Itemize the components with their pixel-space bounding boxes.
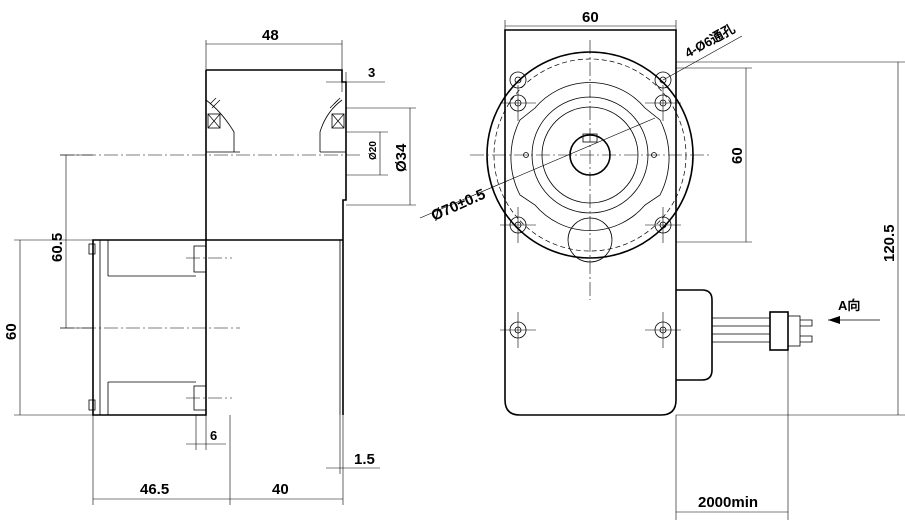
terminal-box bbox=[676, 289, 713, 381]
dim-d34: Ø34 bbox=[346, 107, 416, 206]
dim-cable-text: 2000min bbox=[698, 494, 758, 511]
dim-60-5-text: 60.5 bbox=[49, 233, 66, 262]
hole-centermarks bbox=[500, 85, 681, 348]
dim-60-right-text: 60 bbox=[729, 147, 746, 164]
dim-60-5: 60.5 bbox=[49, 154, 93, 329]
shaft-boss bbox=[205, 99, 346, 153]
dim-cable: 2000min bbox=[675, 350, 789, 520]
cable bbox=[712, 317, 770, 343]
dim-46-5-text: 46.5 bbox=[140, 481, 169, 498]
motor-body bbox=[92, 239, 207, 416]
side-view: 48 3 Ø20 Ø34 60.5 bbox=[3, 27, 416, 505]
dim-48: 48 bbox=[205, 27, 343, 70]
rear-tab-bottom bbox=[88, 399, 96, 411]
connector-head bbox=[787, 315, 801, 347]
dim-d70: Ø70±0.5 bbox=[419, 117, 656, 225]
dim-d34-text: Ø34 bbox=[393, 143, 410, 172]
view-a-label: A向 bbox=[838, 298, 860, 313]
dim-3-text: 3 bbox=[368, 65, 375, 80]
dim-d70-text: Ø70±0.5 bbox=[429, 186, 488, 225]
dim-60-top-text: 60 bbox=[582, 9, 599, 26]
connector bbox=[769, 311, 789, 351]
flange bbox=[510, 82, 670, 231]
bearing-hatch bbox=[207, 97, 345, 129]
mounting-holes bbox=[509, 71, 672, 339]
dim-120-5: 120.5 bbox=[676, 61, 905, 416]
lug-circle bbox=[567, 217, 613, 263]
mounting-plate bbox=[504, 29, 677, 416]
dim-120-5-text: 120.5 bbox=[881, 224, 898, 262]
dim-6-text: 6 bbox=[210, 428, 217, 443]
dim-60-top: 60 bbox=[504, 9, 677, 30]
dim-60-left: 60 bbox=[3, 239, 93, 416]
dim-60-left-text: 60 bbox=[3, 323, 20, 340]
dim-3: 3 bbox=[326, 65, 385, 92]
dim-6: 6 bbox=[186, 415, 226, 450]
rear-tab-top bbox=[88, 243, 96, 255]
view-a-arrow: A向 bbox=[828, 298, 880, 324]
holes-text: 4-Ø6通孔 bbox=[682, 21, 737, 61]
connector-pins bbox=[800, 319, 813, 343]
motor-screw-top bbox=[193, 245, 207, 273]
dim-d20-text: Ø20 bbox=[368, 141, 379, 160]
dim-1-5: 1.5 bbox=[326, 415, 380, 474]
dim-46-5-40: 46.5 40 bbox=[92, 415, 344, 505]
dim-60-right: 60 bbox=[676, 67, 752, 243]
motor-flange bbox=[99, 240, 196, 415]
dim-48-text: 48 bbox=[262, 27, 279, 44]
front-view: A向 60 4-Ø6通孔 60 Ø70±0.5 bbox=[419, 9, 905, 520]
dim-40-text: 40 bbox=[272, 481, 289, 498]
dim-1-5-text: 1.5 bbox=[354, 451, 375, 468]
dim-d20: Ø20 bbox=[346, 131, 388, 176]
